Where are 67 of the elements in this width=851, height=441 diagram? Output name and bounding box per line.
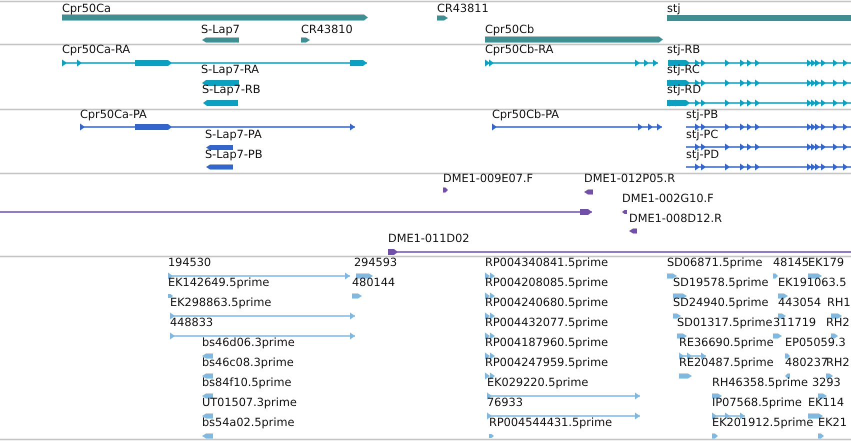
feature-label: RP004340841.5prime — [485, 257, 608, 269]
feature-label: Cpr50Ca-PA — [80, 109, 147, 121]
feature-label: RP004240680.5prime — [485, 297, 608, 309]
feature-label: EK191063.5 — [778, 277, 846, 289]
feature-label: UT01507.3prime — [202, 397, 297, 409]
feature-label: RP004208085.5prime — [485, 277, 608, 289]
feature-label: S-Lap7-PB — [205, 149, 262, 161]
feature-label: DME1-008D12.R — [629, 213, 722, 225]
feature-label: EK142649.5prime — [168, 277, 270, 289]
feature-label: stj-PC — [686, 129, 718, 141]
feature-label: EK298863.5prime — [170, 297, 272, 309]
feature-label: S-Lap7-RB — [202, 84, 260, 96]
feature-label: Cpr50Ca-RA — [62, 44, 130, 56]
feature-label: SD06871.5prime — [667, 257, 762, 269]
feature-label: RH2 — [826, 357, 850, 369]
feature-label: RE36690.5prime — [679, 337, 774, 349]
feature-label: SD24940.5prime — [673, 297, 768, 309]
feature-label: bs46d06.3prime — [202, 337, 295, 349]
feature-label: DME1-009E07.F — [443, 173, 534, 185]
feature-label: RH1 — [827, 297, 851, 309]
feature-label: DME1-011D02 — [388, 233, 470, 245]
feature-label: RP004544431.5prime — [489, 417, 612, 429]
feature-label: EK114 — [808, 397, 844, 409]
feature-label: 480237 — [785, 357, 828, 369]
feature-label: EP05059.3 — [785, 337, 846, 349]
feature-label: stj-RD — [667, 84, 702, 96]
feature-label: RH46358.5prime — [712, 377, 808, 389]
feature-label: 48145 — [773, 257, 809, 269]
feature-label: EK029220.5prime — [487, 377, 588, 389]
feature-label: S-Lap7-RA — [201, 64, 260, 76]
feature-label: Cpr50Cb-PA — [492, 109, 560, 121]
feature-label: bs46c08.3prime — [202, 357, 294, 369]
feature-label: EK179 — [808, 257, 844, 269]
feature-label: Cpr50Cb-RA — [485, 44, 554, 56]
feature-label: DME1-012P05.R — [584, 173, 676, 185]
feature-label: DME1-002G10.F — [622, 193, 714, 205]
feature-label: S-Lap7 — [201, 24, 240, 36]
feature-label: S-Lap7-PA — [205, 129, 262, 141]
feature-label: EK21 — [818, 417, 847, 429]
feature-label: RE20487.5prime — [679, 357, 774, 369]
feature-label: RP004247959.5prime — [485, 357, 608, 369]
feature-label: 311719 — [773, 317, 816, 329]
feature-label: bs84f10.5prime — [202, 377, 292, 389]
feature-label: RH2 — [826, 317, 850, 329]
feature-label: CR43811 — [437, 3, 489, 15]
feature-label: 76933 — [487, 397, 523, 409]
feature-label: stj-PD — [686, 149, 720, 161]
feature-label: 448833 — [170, 317, 214, 329]
feature-label: stj-RC — [667, 64, 700, 76]
feature-label: stj-PB — [686, 109, 718, 121]
feature-label: EK201912.5prime — [712, 417, 814, 429]
feature-label: Cpr50Ca — [62, 3, 111, 15]
feature-label: SD01317.5prime — [677, 317, 772, 329]
feature-label: bs54a02.5prime — [202, 417, 294, 429]
feature-label: 194530 — [168, 257, 212, 269]
feature-label: 294593 — [354, 257, 398, 269]
feature-label: 3293 — [812, 377, 841, 389]
feature-label: RP004432077.5prime — [485, 317, 608, 329]
feature-label: CR43810 — [301, 24, 353, 36]
feature-label: IP07568.5prime — [712, 397, 802, 409]
feature-label: stj — [667, 3, 680, 15]
feature-label: stj-RB — [667, 44, 700, 56]
feature-label: Cpr50Cb — [485, 24, 534, 36]
feature-label: 443054 — [778, 297, 822, 309]
feature-label: SD19578.5prime — [673, 277, 768, 289]
feature-label: RP004187960.5prime — [485, 337, 608, 349]
feature-label: 480144 — [352, 277, 396, 289]
